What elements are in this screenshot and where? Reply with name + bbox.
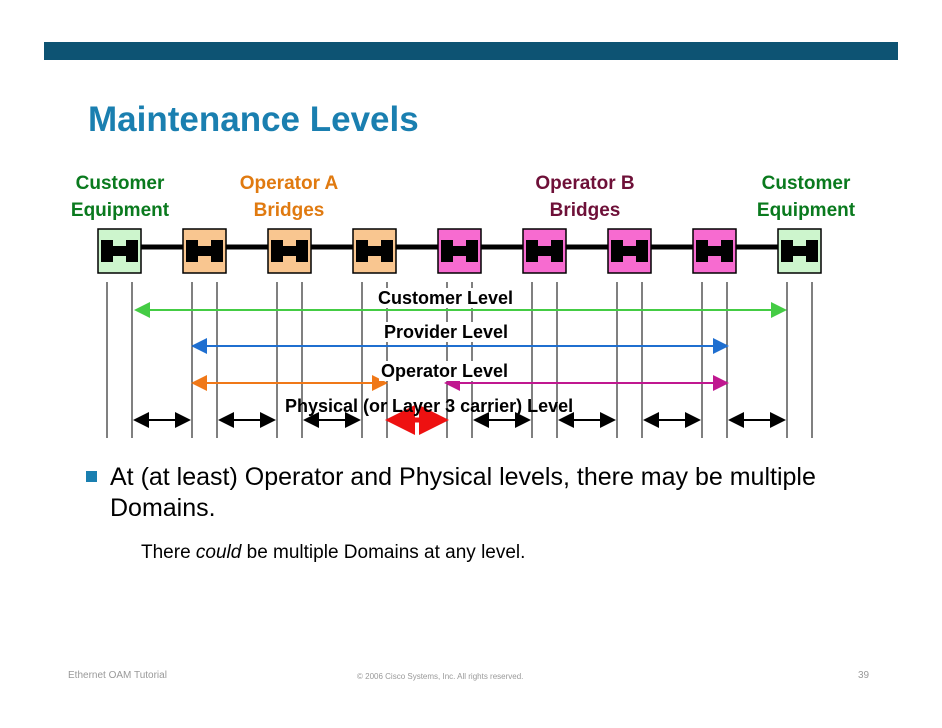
footer-page-number: 39 — [858, 670, 870, 681]
group-customer-right: Customer Equipment — [744, 170, 868, 224]
bridge-device-customer — [777, 228, 822, 274]
group-label-line1: Operator A — [239, 173, 339, 194]
bridge-device-operator-a — [352, 228, 397, 274]
sub-text-post: be multiple Domains at any level. — [241, 542, 526, 563]
bridge-device-operator-b — [437, 228, 482, 274]
bridge-device-operator-b — [522, 228, 567, 274]
bridge-device-operator-a — [182, 228, 227, 274]
footer-course-title: Ethernet OAM Tutorial — [68, 670, 167, 681]
bridge-device-customer — [97, 228, 142, 274]
footer-copyright: © 2006 Cisco Systems, Inc. All rights re… — [357, 672, 524, 681]
device-row — [97, 228, 822, 274]
sub-text-emphasis: could — [195, 542, 242, 563]
slide-title: Maintenance Levels — [88, 100, 419, 139]
group-label-line1: Operator B — [535, 173, 635, 194]
bridge-device-operator-b — [607, 228, 652, 274]
group-operator-a: Operator A Bridges — [224, 170, 354, 224]
sub-text-pre: There — [141, 542, 196, 563]
group-label-line2: Bridges — [253, 200, 325, 221]
group-label-line1: Customer — [75, 173, 165, 194]
customer-level-label: Customer Level — [376, 288, 516, 308]
bullet-text: At (at least) Operator and Physical leve… — [110, 463, 816, 522]
bridge-device-operator-a — [267, 228, 312, 274]
operator-level-label: Operator Level — [379, 361, 511, 381]
group-operator-b: Operator B Bridges — [520, 170, 650, 224]
bullet-square-icon — [86, 471, 97, 482]
group-label-line2: Equipment — [70, 200, 170, 221]
sub-bullet: There could be multiple Domains at any l… — [141, 542, 525, 564]
group-customer-left: Customer Equipment — [58, 170, 182, 224]
provider-level-label: Provider Level — [382, 322, 511, 342]
group-label-line2: Equipment — [756, 200, 856, 221]
group-label-line2: Bridges — [549, 200, 621, 221]
header-bar — [44, 42, 898, 60]
group-label-line1: Customer — [761, 173, 851, 194]
physical-level-label: Physical (or Layer 3 carrier) Level — [285, 396, 574, 416]
bridge-device-operator-b — [692, 228, 737, 274]
